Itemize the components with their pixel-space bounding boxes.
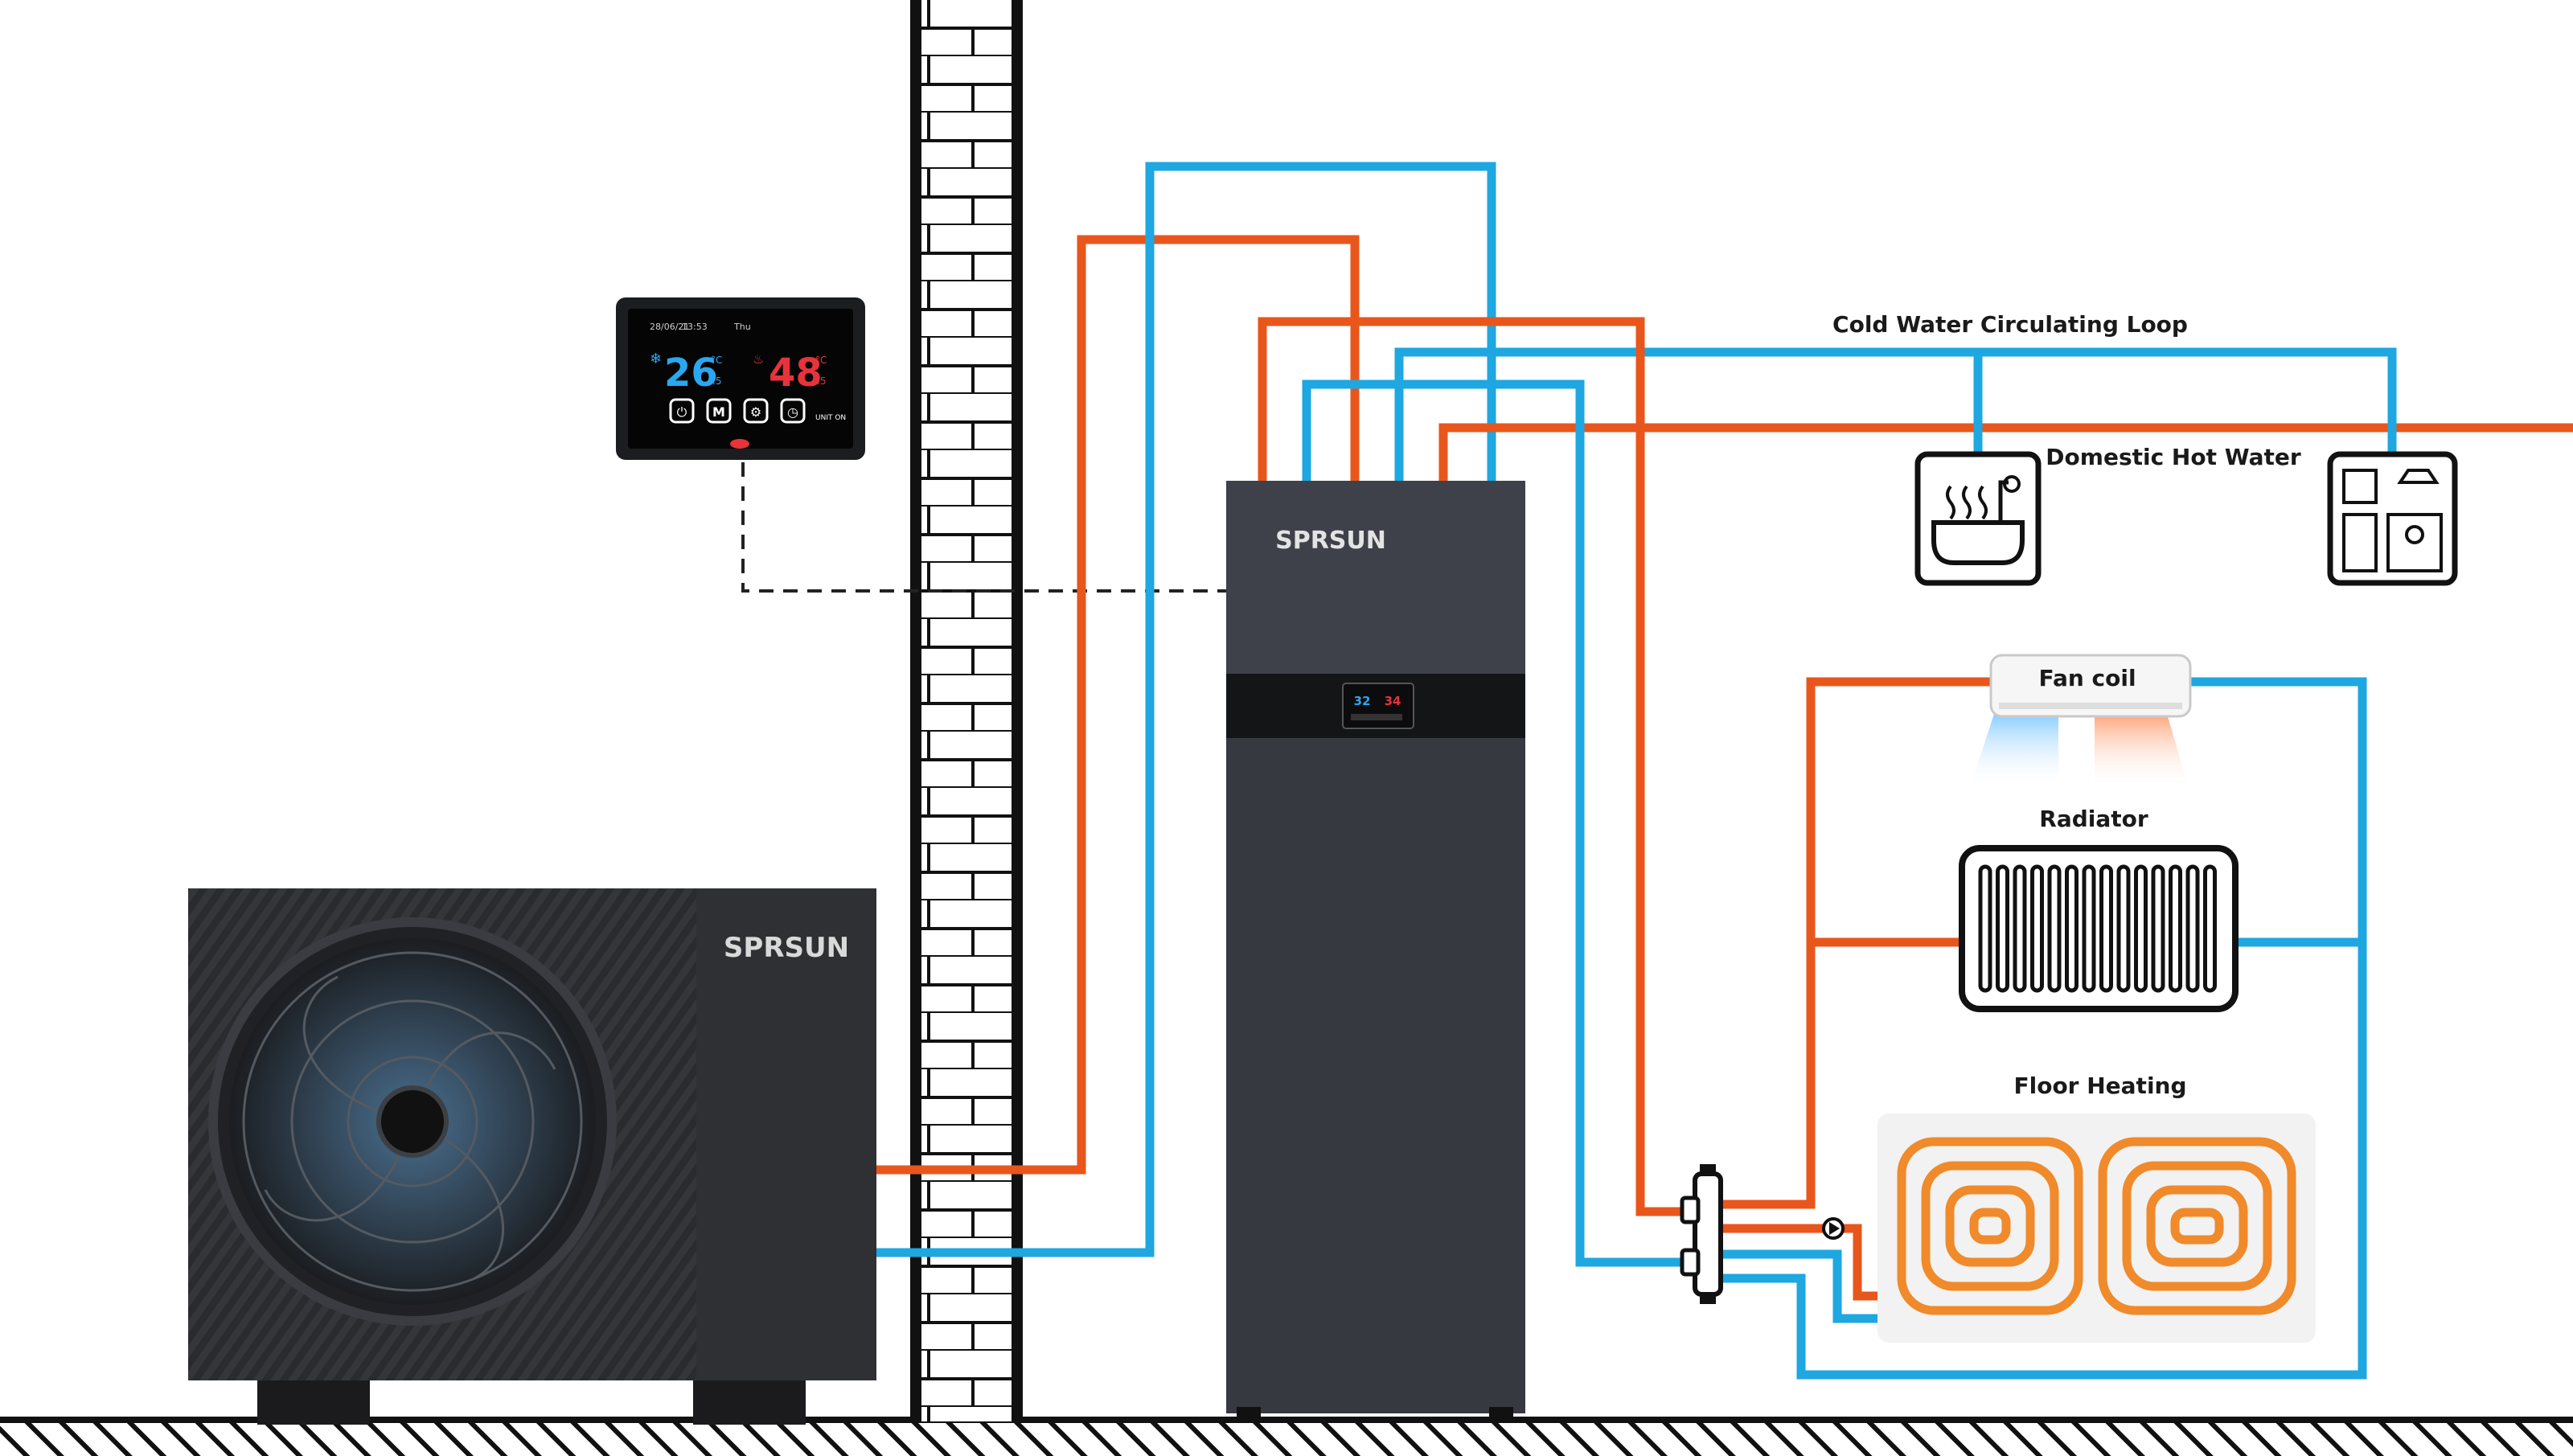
- timer-button[interactable]: [780, 398, 806, 424]
- controller-status: UNIT ON: [815, 414, 846, 422]
- radiator-fin: [2134, 864, 2148, 993]
- hot-pipe-heating: [1258, 317, 1689, 1216]
- radiator-fin: [2185, 864, 2200, 993]
- controller-cool-temp: 26: [664, 351, 718, 396]
- cold-pipe-floor: [1717, 1249, 1882, 1323]
- brick-wall: [910, 0, 1023, 1421]
- cold-pipe-outdoor: [876, 162, 1496, 1257]
- controller-day: Thu: [733, 322, 751, 332]
- radiator-label: Radiator: [2039, 806, 2148, 832]
- gear-icon: ⚙: [750, 404, 761, 420]
- radiator-fin: [2030, 864, 2044, 993]
- power-button[interactable]: [669, 398, 695, 424]
- mode-label: M: [712, 404, 725, 420]
- floor-heating-coil-right: [2098, 1137, 2296, 1315]
- radiator-fin: [2082, 864, 2096, 993]
- indoor-brand-logo: SPRSUN: [1275, 527, 1386, 555]
- controller-cool-decimal: .5: [712, 375, 721, 387]
- controller-heat-decimal: .5: [817, 375, 826, 387]
- cold-water-loop-label: Cold Water Circulating Loop: [1832, 311, 2188, 338]
- hot-pipe-floor: [1717, 1224, 1882, 1301]
- mode-button[interactable]: [706, 398, 732, 424]
- circulation-pump-icon: [1822, 1217, 1845, 1240]
- power-icon: ⏻: [677, 404, 687, 420]
- controller-date: 28/06/21: [650, 322, 689, 332]
- floor-heating-panel: [1877, 1114, 2316, 1343]
- radiator-fin: [2047, 864, 2062, 993]
- radiator-fin: [1996, 864, 2009, 993]
- wired-controller: 28/06/21 13:53 Thu ❄ 26 °C .5 ♨ 48 °C .5…: [616, 297, 865, 460]
- settings-button[interactable]: [743, 398, 769, 424]
- radiator-fin: [2116, 864, 2131, 993]
- fan-icon: [242, 951, 583, 1292]
- clock-icon: ◷: [787, 404, 798, 420]
- controller-time: 13:53: [682, 322, 708, 332]
- snowflake-icon: ❄: [650, 351, 662, 367]
- domestic-hot-water-label: Domestic Hot Water: [2046, 444, 2301, 470]
- radiator-unit: [1959, 845, 2239, 1012]
- outdoor-brand-logo: SPRSUN: [724, 932, 849, 964]
- indoor-display-cool-value: 32: [1354, 694, 1371, 708]
- pipes: [876, 162, 2573, 1380]
- control-signal-line: [741, 462, 1226, 593]
- radiator-fin: [2203, 864, 2217, 993]
- controller-cool-unit: °C: [711, 355, 722, 366]
- radiator-fin: [2099, 864, 2113, 993]
- controller-heat-temp: 48: [769, 351, 823, 396]
- indoor-display-heat-value: 34: [1385, 694, 1401, 708]
- ground: [0, 1417, 2573, 1456]
- radiator-fins: [1978, 864, 2217, 993]
- outdoor-unit: SPRSUN: [188, 888, 876, 1425]
- kitchen-icon: [2327, 451, 2458, 586]
- cold-pipe-emitters: [1717, 677, 2367, 1380]
- bathroom-icon: [1914, 451, 2042, 586]
- floor-heating-label: Floor Heating: [2013, 1073, 2186, 1099]
- radiator-fin: [2065, 864, 2079, 993]
- radiator-fin: [1978, 864, 1992, 993]
- radiator-fin: [2013, 864, 2027, 993]
- controller-buttons: [669, 398, 806, 424]
- indoor-display: 32 34: [1342, 683, 1414, 729]
- indoor-unit: SPRSUN 32 34: [1226, 481, 1525, 1420]
- radiator-fin: [2169, 864, 2182, 993]
- radiator-fin: [2151, 864, 2165, 993]
- fan-coil-unit: [1970, 654, 2192, 788]
- floor-heating-coil-left: [1897, 1137, 2083, 1315]
- controller-heat-unit: °C: [815, 355, 827, 366]
- cold-pipe-heating: [1302, 379, 1689, 1267]
- hot-pipe-emitters: [1717, 677, 1992, 1209]
- heating-icon: ♨: [753, 351, 764, 367]
- controller-logo-badge: [730, 439, 749, 449]
- cold-pipe-dhw: [1394, 347, 2397, 482]
- manifold: [1680, 1164, 1723, 1304]
- fan-coil-label: Fan coil: [2038, 665, 2136, 691]
